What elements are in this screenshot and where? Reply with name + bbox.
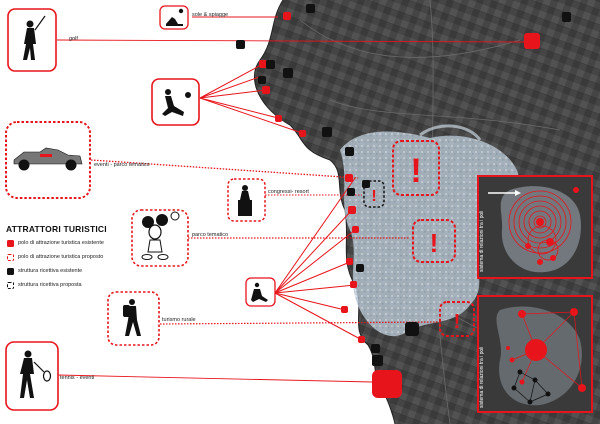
connector-lines (56, 16, 525, 383)
legend-item: polo di attrazione turistica esistente (7, 238, 104, 248)
golf-label: golf (69, 36, 78, 42)
tennis-player-icon (5, 341, 59, 411)
statue-icon (227, 178, 266, 222)
existing-attraction-poles (259, 12, 540, 398)
sun-beach-icon (159, 5, 189, 30)
legend-label: struttura ricettiva proposta (18, 282, 82, 288)
race-car-icon (5, 121, 91, 199)
sunbather-icon (151, 78, 200, 126)
legend-swatch-existing-pole (7, 239, 14, 247)
golfer-icon (7, 8, 57, 72)
existing-accommodation (236, 4, 571, 366)
rural-walker-icon (245, 277, 276, 307)
sun-beach-label: sole & spiagge (192, 12, 229, 18)
inset-radial-diagram (477, 175, 593, 279)
svg-text:!: ! (371, 188, 376, 205)
hiker-icon (107, 291, 160, 346)
legend-label: polo di attrazione turistica esistente (18, 240, 104, 246)
legend-title: ATTRATTORI TURISTICI (6, 224, 107, 234)
rural-tourism-label: turismo rurale (162, 317, 196, 323)
legend-item: struttura ricettiva esistente (7, 266, 82, 276)
legend-item: struttura ricettiva proposta (7, 280, 82, 290)
urban-area (340, 131, 521, 337)
cartoon-mouse-icon (131, 209, 189, 267)
svg-text:!: ! (430, 228, 439, 258)
legend-label: struttura ricettiva esistente (18, 268, 83, 274)
inset-network-diagram (477, 295, 593, 413)
legend-swatch-proposed-pole (7, 253, 14, 261)
svg-text:!: ! (410, 152, 421, 190)
proposed-attraction-poles: ! ! ! ! (363, 140, 475, 337)
svg-text:!: ! (454, 311, 461, 333)
race-events-label: eventi - parco tematico (94, 162, 150, 168)
tennis-events-label: tennis - eventi (60, 375, 95, 381)
legend-swatch-existing-accommodation (7, 267, 14, 275)
legend-item: polo di attrazione turistica proposto (7, 252, 103, 262)
theme-park-label: parco tematico (192, 232, 229, 238)
lower-inset-caption: sistema di relazioni tra i poli (479, 346, 485, 408)
legend-label: polo di attrazione turistica proposto (18, 254, 104, 260)
congress-resort-label: congressi- resort (268, 189, 309, 195)
legend-swatch-proposed-accommodation (7, 281, 14, 289)
upper-inset-caption: sistema di relazioni tra i poli (479, 210, 485, 272)
